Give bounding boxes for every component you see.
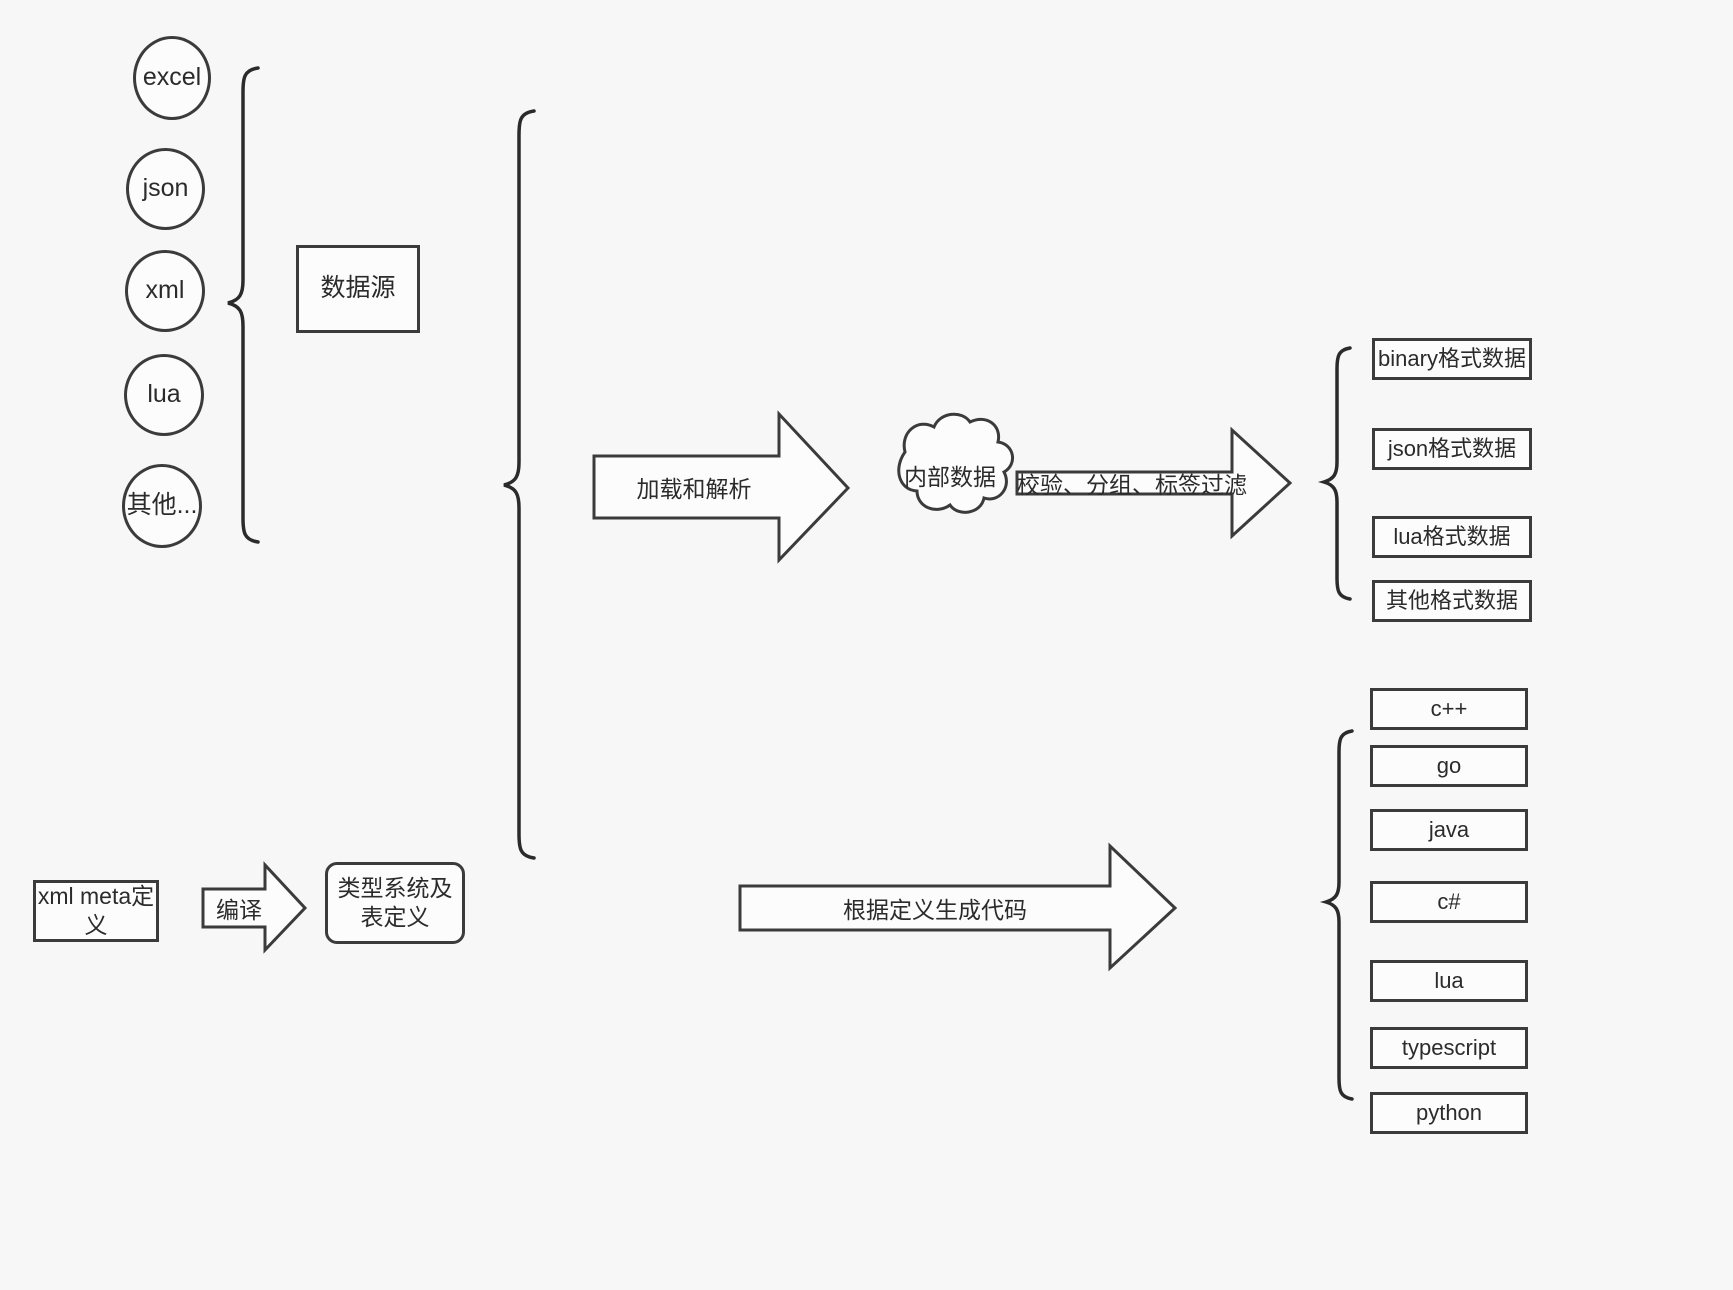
source-node-excel[interactable]: excel (133, 36, 211, 120)
brace-data-outputs (1317, 346, 1352, 601)
source-node-json[interactable]: json (126, 148, 205, 230)
brace-sources (227, 66, 260, 544)
code-output-typescript[interactable]: typescript (1370, 1027, 1528, 1069)
code-output-label: typescript (1401, 1035, 1497, 1061)
arrow-compile (201, 861, 308, 954)
data-output-other[interactable]: 其他格式数据 (1372, 580, 1532, 622)
source-node-lua[interactable]: lua (124, 354, 204, 436)
data-output-label: 其他格式数据 (1385, 588, 1518, 614)
data-output-json[interactable]: json格式数据 (1372, 428, 1532, 470)
source-label: excel (142, 63, 202, 92)
code-output-label: c++ (1430, 696, 1468, 722)
data-source-label: 数据源 (320, 274, 396, 303)
code-output-cpp[interactable]: c++ (1370, 688, 1528, 730)
source-node-other[interactable]: 其他... (122, 464, 202, 548)
code-output-csharp[interactable]: c# (1370, 881, 1528, 923)
data-output-label: lua格式数据 (1393, 524, 1511, 550)
code-output-go[interactable]: go (1370, 745, 1528, 787)
code-output-python[interactable]: python (1370, 1092, 1528, 1134)
cloud-internal-data (897, 412, 1014, 514)
source-node-xml[interactable]: xml (125, 250, 205, 332)
data-output-label: binary格式数据 (1378, 346, 1526, 372)
xml-meta-definition-label: xml meta定义 (37, 883, 155, 938)
code-output-label: go (1436, 753, 1462, 779)
data-output-lua[interactable]: lua格式数据 (1372, 516, 1532, 558)
code-output-label: lua (1434, 968, 1464, 994)
brace-code-outputs (1319, 729, 1354, 1101)
source-label: json (142, 174, 189, 203)
brace-inputs (503, 109, 536, 860)
data-output-binary[interactable]: binary格式数据 (1372, 338, 1532, 380)
type-system-box[interactable]: 类型系统及表定义 (325, 862, 465, 944)
code-output-lua[interactable]: lua (1370, 960, 1528, 1002)
xml-meta-definition-box[interactable]: xml meta定义 (33, 880, 159, 942)
arrow-validate-filter (1015, 426, 1293, 540)
code-output-label: python (1415, 1100, 1483, 1126)
source-label: lua (147, 380, 181, 409)
code-output-label: c# (1437, 889, 1461, 915)
arrow-load-parse (592, 410, 851, 564)
code-output-label: java (1428, 817, 1470, 843)
code-output-java[interactable]: java (1370, 809, 1528, 851)
source-label: xml (145, 276, 185, 305)
data-source-box[interactable]: 数据源 (296, 245, 420, 333)
type-system-label: 类型系统及表定义 (337, 875, 453, 930)
data-output-label: json格式数据 (1387, 436, 1517, 462)
source-label: 其他... (126, 491, 198, 520)
arrow-codegen (738, 842, 1178, 972)
